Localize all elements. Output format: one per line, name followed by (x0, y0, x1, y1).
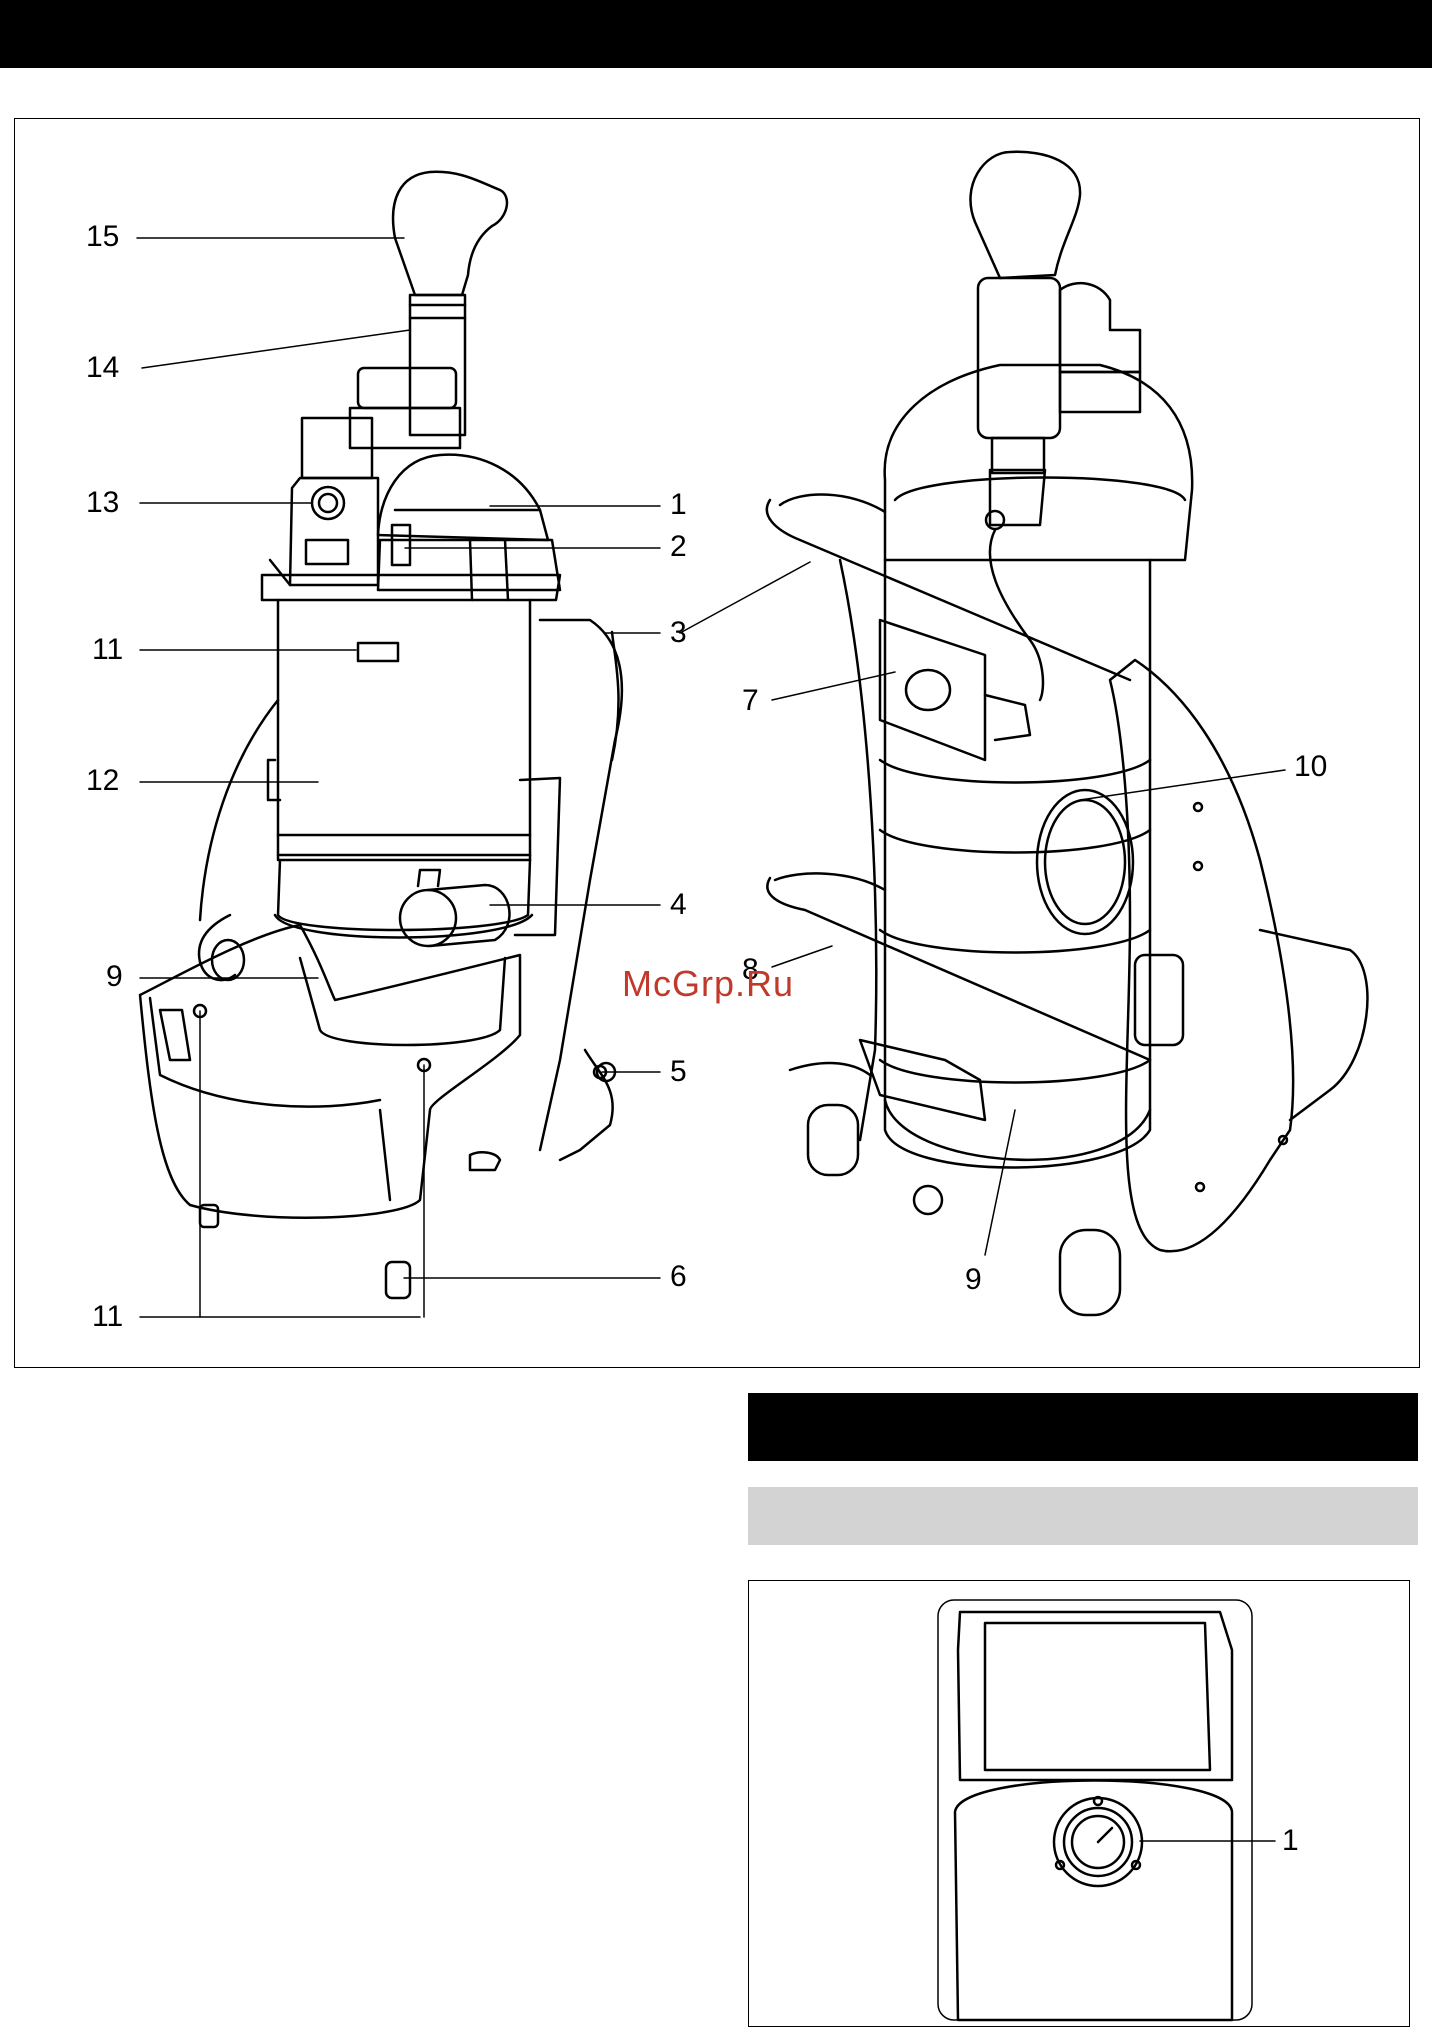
callout-9-right: 9 (965, 1265, 982, 1295)
callout-11-bottom: 11 (92, 1302, 123, 1332)
left-vacuum-drawing (140, 172, 622, 1298)
control-panel-figure (748, 1580, 1410, 2027)
callout-5: 5 (670, 1057, 687, 1087)
callout-11-top: 11 (92, 635, 123, 665)
callout-7: 7 (742, 686, 759, 716)
right-vacuum-drawing (767, 152, 1368, 1315)
callout-15: 15 (86, 222, 119, 252)
watermark: McGrp.Ru (622, 963, 794, 1005)
callout-1: 1 (670, 490, 687, 520)
section-header-bar (748, 1393, 1418, 1461)
callout-9-left: 9 (106, 962, 123, 992)
callout-2: 2 (670, 532, 687, 562)
callout-12: 12 (86, 766, 119, 796)
callout-6: 6 (670, 1262, 687, 1292)
callout-13: 13 (86, 488, 119, 518)
callout-14: 14 (86, 353, 119, 383)
panel-callout-1: 1 (1282, 1826, 1299, 1856)
callout-3: 3 (670, 618, 687, 648)
subsection-header-bar (748, 1487, 1418, 1545)
callout-4: 4 (670, 890, 687, 920)
callout-10: 10 (1294, 752, 1327, 782)
